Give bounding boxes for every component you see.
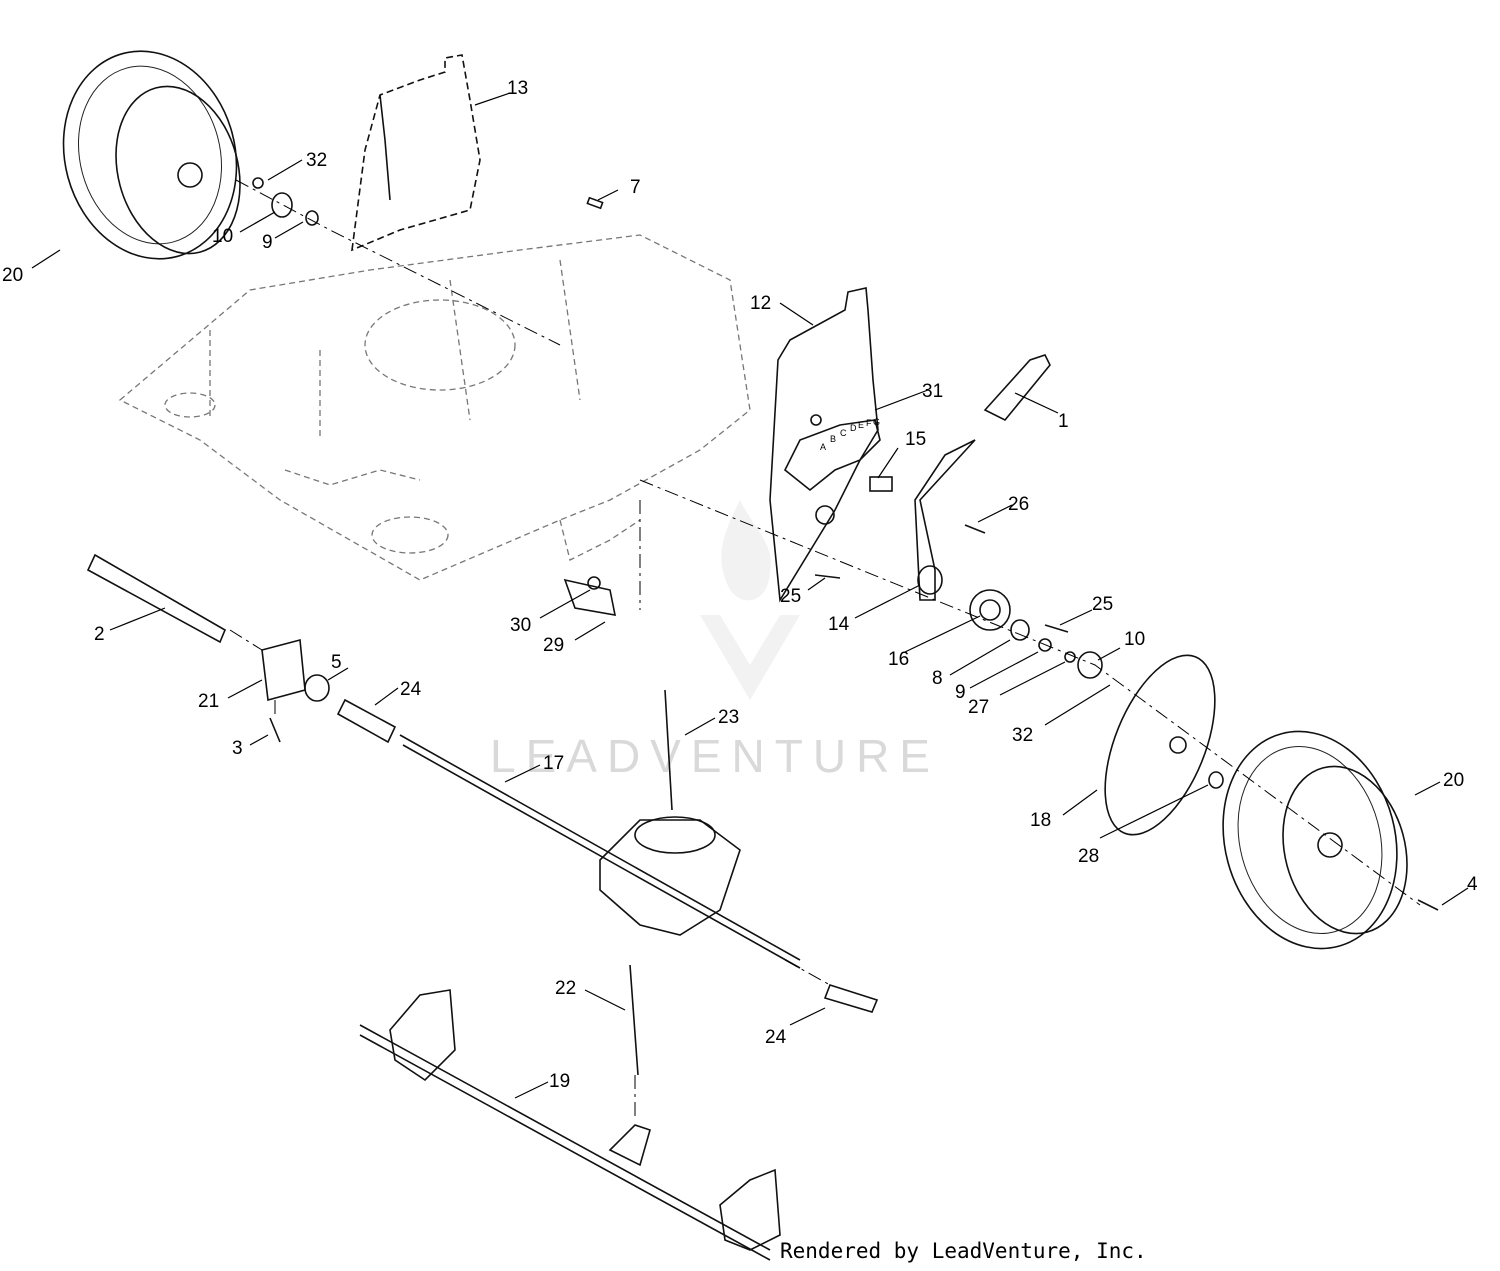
- callout-24-left: 24: [400, 679, 422, 700]
- callout-10-left: 10: [212, 226, 233, 247]
- axis-line-left-wheel: [235, 179, 561, 346]
- callout-9-right: 9: [955, 682, 966, 703]
- callout-25-right: 25: [1092, 594, 1113, 615]
- callout-16: 16: [888, 649, 909, 670]
- extension-spring-22: [629, 964, 639, 1076]
- drive-shaft-cover-left: [86, 553, 227, 644]
- height-adjust-plate: A B C D E F G: [783, 417, 881, 492]
- pinion-gear-left: [271, 192, 293, 218]
- wheel-hub-cap: [1104, 654, 1216, 836]
- handle-bracket-right: [769, 287, 879, 603]
- callout-21: 21: [198, 691, 219, 712]
- pinion-gear-right: [1077, 651, 1103, 679]
- rear-axle: [359, 989, 781, 1261]
- scale-c: C: [840, 428, 847, 438]
- callout-26: 26: [1008, 494, 1029, 515]
- render-credit: Rendered by LeadVenture, Inc.: [780, 1239, 1147, 1263]
- wheel-nut: [1417, 899, 1439, 911]
- scale-a: A: [820, 442, 826, 452]
- callout-29: 29: [543, 635, 564, 656]
- shaft-cover-24b: [823, 984, 879, 1013]
- scale-b: B: [830, 434, 836, 444]
- callout-22: 22: [555, 978, 576, 999]
- callout-3: 3: [232, 738, 243, 759]
- callout-24-right: 24: [765, 1027, 787, 1048]
- scale-f: F: [866, 418, 872, 428]
- height-adjust-lever: [914, 354, 1051, 601]
- pivot-bushing: [969, 589, 1011, 631]
- retaining-ring-32a: [252, 177, 264, 189]
- callout-9-left: 9: [262, 232, 273, 253]
- scale-g: G: [873, 417, 880, 427]
- callout-10-right: 10: [1124, 629, 1145, 650]
- bolt-25b: [1044, 624, 1069, 633]
- bolt-25a: [814, 574, 841, 579]
- callout-32-right: 32: [1012, 725, 1033, 746]
- callout-12: 12: [750, 293, 771, 314]
- axis-line-right-wheel: [639, 479, 1421, 906]
- wheel-rear-left: [62, 50, 241, 260]
- wheel-rear-right: [1222, 730, 1408, 950]
- bracket-21: [261, 638, 306, 702]
- callout-17: 17: [543, 753, 564, 774]
- shield-29: [563, 578, 617, 616]
- callout-13: 13: [507, 78, 528, 99]
- callout-4: 4: [1467, 874, 1478, 895]
- scale-e: E: [858, 420, 864, 430]
- watermark-logo: [700, 500, 800, 700]
- callout-14: 14: [828, 614, 850, 635]
- callout-32-left: 32: [306, 150, 327, 171]
- axis-line-shaft: [784, 959, 831, 986]
- shaft-cover-24a: [336, 698, 397, 744]
- bearing-5: [304, 674, 330, 702]
- washer-right: [1038, 638, 1052, 652]
- callout-27: 27: [968, 697, 989, 718]
- callout-18: 18: [1030, 810, 1051, 831]
- mower-deck: [118, 234, 751, 581]
- callout-8: 8: [932, 668, 943, 689]
- callout-5: 5: [331, 652, 342, 673]
- washer-left: [305, 210, 319, 226]
- washer-28: [1208, 771, 1224, 789]
- callout-15: 15: [905, 429, 926, 450]
- screw-3: [269, 717, 281, 743]
- clip-15: [869, 476, 893, 492]
- callout-25-left: 25: [780, 586, 801, 607]
- leader-lines: [31, 92, 1469, 1099]
- callout-30: 30: [510, 615, 531, 636]
- screw-30: [587, 576, 601, 590]
- pin: [586, 196, 604, 210]
- callout-20-right: 20: [1443, 770, 1464, 791]
- callout-19: 19: [549, 1071, 570, 1092]
- scale-d: D: [850, 423, 857, 433]
- extension-spring-23: [664, 689, 673, 811]
- callout-2: 2: [94, 624, 105, 645]
- callout-23: 23: [718, 707, 739, 728]
- callout-1: 1: [1058, 411, 1069, 432]
- handle-bracket-left: [351, 54, 481, 252]
- callout-7: 7: [630, 177, 641, 198]
- drive-shaft-assembly: [399, 734, 801, 969]
- callout-28: 28: [1078, 846, 1099, 867]
- callout-20-left: 20: [2, 265, 23, 286]
- bolt-26: [964, 524, 986, 534]
- watermark-text: LEADVENTURE: [490, 730, 940, 782]
- axis-line-bracket: [229, 629, 263, 651]
- spacer: [1010, 619, 1030, 641]
- callout-31: 31: [922, 381, 943, 402]
